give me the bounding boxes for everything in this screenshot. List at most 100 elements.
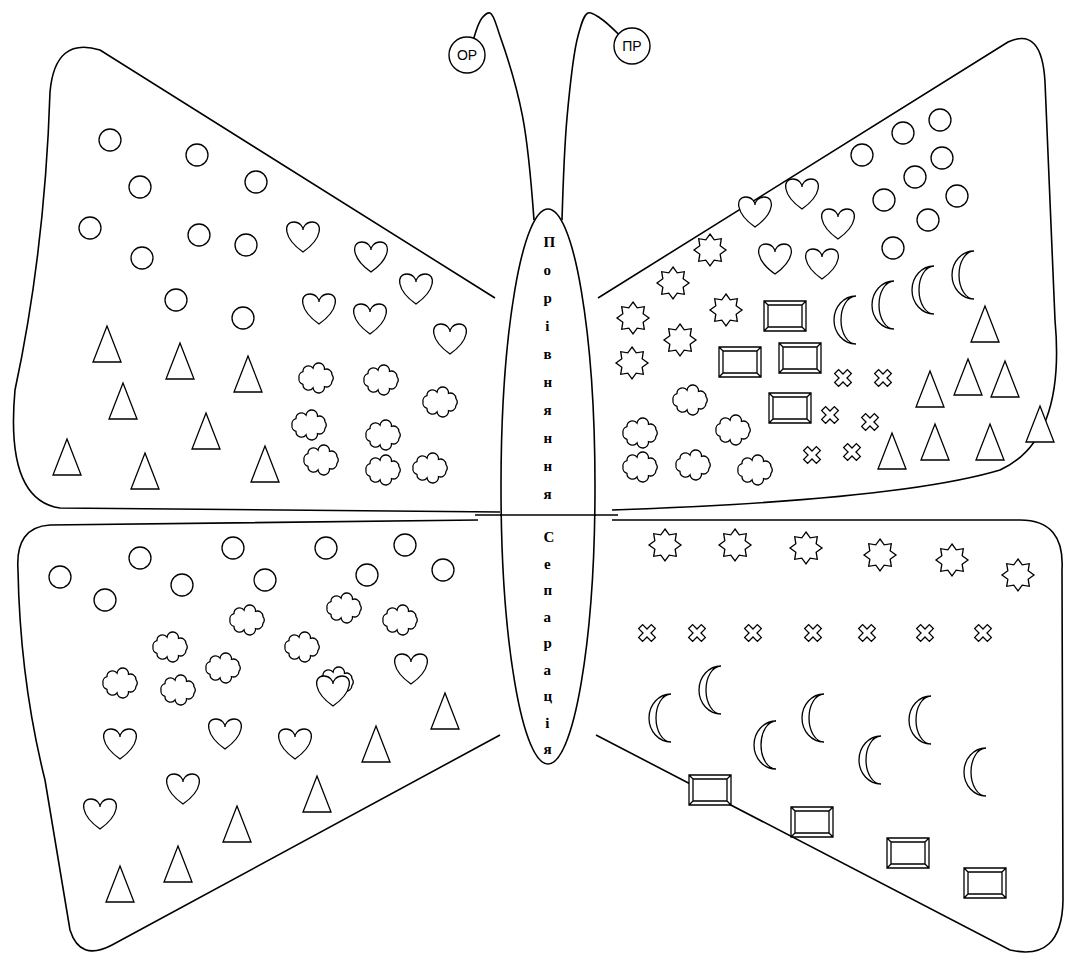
triangle-symbol bbox=[921, 424, 949, 460]
cloud-symbol bbox=[413, 453, 447, 483]
heart-symbol bbox=[434, 324, 467, 354]
triangle-symbol bbox=[106, 866, 134, 902]
cloud-symbol bbox=[285, 632, 319, 662]
cloud-symbol bbox=[304, 445, 338, 475]
antenna-circle: ОР bbox=[448, 36, 486, 74]
frame-symbol bbox=[887, 838, 929, 868]
star-symbol bbox=[664, 324, 696, 356]
moon-symbol bbox=[952, 251, 974, 299]
circle-symbol bbox=[882, 237, 904, 259]
heart-symbol bbox=[287, 222, 320, 252]
heart-symbol bbox=[354, 304, 387, 334]
circle-symbol bbox=[873, 189, 895, 211]
circle-symbol bbox=[356, 564, 378, 586]
triangle-symbol bbox=[192, 413, 220, 449]
divider-line bbox=[475, 514, 618, 515]
cross-symbol bbox=[835, 370, 852, 387]
circle-symbol bbox=[394, 534, 416, 556]
vertical-label: Порівняння bbox=[544, 228, 559, 508]
circle-symbol bbox=[315, 537, 337, 559]
heart-symbol bbox=[317, 676, 350, 706]
triangle-symbol bbox=[303, 776, 331, 812]
circle-symbol bbox=[79, 217, 101, 239]
triangle-symbol bbox=[166, 343, 194, 379]
circle-symbol bbox=[254, 569, 276, 591]
cloud-symbol bbox=[676, 450, 710, 480]
triangle-symbol bbox=[93, 326, 121, 362]
star-symbol bbox=[864, 539, 896, 571]
triangle-symbol bbox=[234, 356, 262, 392]
cloud-symbol bbox=[364, 365, 398, 395]
divider-line bbox=[500, 514, 596, 515]
triangle-symbol bbox=[251, 446, 279, 482]
cloud-symbol bbox=[327, 593, 361, 623]
antenna-label: ОР bbox=[457, 47, 477, 63]
frame-symbol bbox=[769, 393, 811, 423]
circle-symbol bbox=[129, 176, 151, 198]
vertical-label: Сепарація bbox=[544, 524, 559, 763]
cross-symbol bbox=[844, 444, 861, 461]
cross-symbol bbox=[689, 625, 706, 642]
circle-symbol bbox=[222, 537, 244, 559]
cross-symbol bbox=[804, 447, 821, 464]
triangle-symbol bbox=[53, 439, 81, 475]
cross-symbol bbox=[805, 625, 822, 642]
moon-symbol bbox=[964, 748, 986, 796]
triangle-symbol bbox=[131, 453, 159, 489]
circle-symbol bbox=[946, 185, 968, 207]
cross-symbol bbox=[822, 407, 839, 424]
cloud-symbol bbox=[383, 605, 417, 635]
triangle-symbol bbox=[1026, 406, 1054, 442]
triangle-symbol bbox=[164, 846, 192, 882]
cloud-symbol bbox=[299, 363, 333, 393]
circle-symbol bbox=[165, 289, 187, 311]
triangle-symbol bbox=[976, 424, 1004, 460]
triangle-symbol bbox=[916, 371, 944, 407]
heart-symbol bbox=[84, 799, 117, 829]
cross-symbol bbox=[862, 414, 879, 431]
triangle-symbol bbox=[431, 693, 459, 729]
heart-symbol bbox=[759, 244, 792, 274]
circle-symbol bbox=[49, 566, 71, 588]
star-symbol bbox=[1002, 559, 1034, 591]
cloud-symbol bbox=[366, 420, 400, 450]
moon-symbol bbox=[909, 696, 931, 744]
antenna-label: ПР bbox=[622, 38, 641, 54]
heart-symbol bbox=[104, 729, 137, 759]
triangle-symbol bbox=[954, 359, 982, 395]
circle-outline bbox=[449, 37, 485, 73]
cloud-symbol bbox=[738, 455, 772, 485]
circle-symbol bbox=[917, 209, 939, 231]
star-symbol bbox=[617, 302, 649, 334]
heart-symbol bbox=[167, 774, 200, 804]
cross-symbol bbox=[975, 625, 992, 642]
circle-symbol bbox=[931, 147, 953, 169]
moon-symbol bbox=[754, 721, 776, 769]
triangle-symbol bbox=[971, 306, 999, 342]
circle-symbol bbox=[245, 171, 267, 193]
circle-symbol bbox=[904, 166, 926, 188]
wing-outline bbox=[596, 520, 1063, 952]
moon-symbol bbox=[699, 666, 721, 714]
cross-symbol bbox=[745, 625, 762, 642]
frame-symbol bbox=[764, 301, 806, 331]
moon-symbol bbox=[834, 296, 856, 344]
star-symbol bbox=[694, 234, 726, 266]
heart-symbol bbox=[279, 729, 312, 759]
star-symbol bbox=[710, 294, 742, 326]
cloud-symbol bbox=[673, 385, 707, 415]
antenna-circle: ПР bbox=[613, 27, 651, 65]
circle-symbol bbox=[171, 574, 193, 596]
body-oval: ПорівнянняСепарація bbox=[500, 208, 596, 765]
cloud-symbol bbox=[103, 668, 137, 698]
antenna-line bbox=[562, 13, 618, 220]
triangle-symbol bbox=[991, 361, 1019, 397]
circle-symbol bbox=[188, 224, 210, 246]
circle-symbol bbox=[94, 589, 116, 611]
cloud-symbol bbox=[716, 415, 750, 445]
heart-symbol bbox=[209, 719, 242, 749]
triangle-symbol bbox=[878, 433, 906, 469]
star-symbol bbox=[719, 529, 751, 561]
triangle-symbol bbox=[109, 383, 137, 419]
